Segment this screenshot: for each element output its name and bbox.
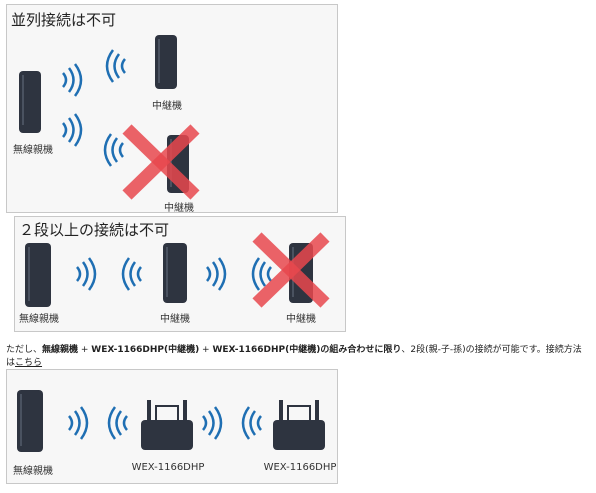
wifi-wave-icon	[73, 257, 99, 291]
router-label: 無線親機	[19, 314, 59, 325]
note-bold-extender: WEX-1166DHP(中継機)	[91, 345, 200, 355]
repeater-label: 中継機	[160, 314, 190, 325]
wifi-wave-icon	[65, 406, 91, 440]
cross-icon	[251, 232, 331, 308]
panel-parallel-not-allowed: 並列接続は不可 無線親機 中継機 中継機	[6, 4, 338, 214]
note-text: 、2段(親-子-孫)の接続が可能です。接続方法は	[6, 345, 582, 368]
wifi-wave-icon	[101, 133, 127, 167]
wifi-wave-icon	[203, 257, 229, 291]
wifi-wave-icon	[249, 257, 275, 291]
exception-note: ただし、無線親機 + WEX-1166DHP(中継機) + WEX-1166DH…	[6, 344, 590, 370]
panel-title: 並列接続は不可	[11, 11, 117, 29]
repeater-label: 中継機	[286, 314, 316, 325]
router-icon	[19, 71, 41, 133]
repeater-label: 中継機	[152, 101, 182, 112]
router-label: 無線親機	[13, 466, 53, 477]
note-text: +	[78, 345, 92, 355]
wifi-wave-icon	[119, 257, 145, 291]
wifi-wave-icon	[103, 49, 129, 83]
wifi-wave-icon	[199, 406, 225, 440]
wifi-wave-icon	[59, 113, 85, 147]
note-bold-extender-combo: WEX-1166DHP(中継機)の組み合わせに限り	[212, 345, 402, 355]
wifi-wave-icon	[239, 406, 265, 440]
extender-label: WEX-1166DHP	[263, 462, 337, 473]
extender-icon	[141, 400, 193, 452]
repeater-label: 中継機	[164, 203, 194, 214]
connection-method-link[interactable]: こちら	[15, 358, 43, 368]
router-icon	[17, 390, 43, 452]
wifi-wave-icon	[59, 63, 85, 97]
note-text: ただし、	[6, 345, 43, 355]
panel-title: ２段以上の接続は不可	[19, 221, 170, 239]
extender-label: WEX-1166DHP	[131, 462, 205, 473]
wifi-wave-icon	[105, 406, 131, 440]
repeater-icon	[155, 35, 177, 89]
panel-two-stage-allowed: 無線親機 WEX-1166DHP WEX-1166DHP	[6, 369, 338, 484]
note-bold-router: 無線親機	[42, 345, 79, 355]
repeater-icon	[163, 243, 187, 303]
note-text: +	[199, 345, 213, 355]
panel-multi-stage-not-allowed: ２段以上の接続は不可 無線親機 中継機 中継機	[14, 216, 346, 332]
router-icon	[25, 243, 51, 307]
cross-icon	[121, 124, 201, 200]
extender-icon	[273, 400, 325, 452]
router-label: 無線親機	[13, 145, 53, 156]
